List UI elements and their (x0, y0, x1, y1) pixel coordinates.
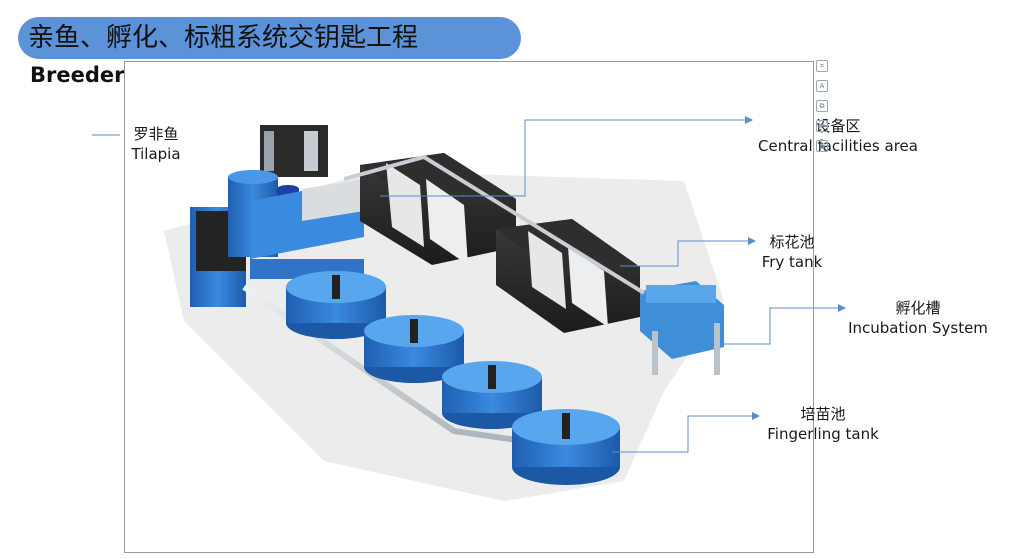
callout-fry-tank: 标花池 Fry tank (752, 232, 832, 272)
incubation-system (640, 281, 724, 375)
fry-label-en: Fry tank (761, 253, 823, 271)
fry-label-cn: 标花池 (769, 233, 815, 251)
fingerling-label-cn: 培苗池 (800, 405, 846, 423)
callout-central-facilities: 设备区 Central facilities area (752, 116, 924, 156)
crop-icon[interactable]: ⌗ (816, 60, 828, 72)
incubation-label-cn: 孵化槽 (895, 299, 941, 317)
title-banner (18, 17, 521, 59)
slide-title-chinese: 亲鱼、孵化、标粗系统交钥匙工程 (28, 23, 419, 53)
tilapia-label-en: Tilapia (131, 145, 181, 163)
zoom-icon[interactable]: ⊕ (816, 120, 828, 132)
aquaculture-system-illustration[interactable] (124, 61, 814, 553)
central-label-cn: 设备区 (815, 117, 861, 135)
tilapia-label-cn: 罗非鱼 (133, 125, 179, 143)
image-icon[interactable]: ▣ (816, 140, 828, 152)
round-tank-4 (512, 409, 620, 485)
callout-incubation: 孵化槽 Incubation System (840, 298, 996, 338)
round-tanks (286, 271, 620, 485)
callout-fingerling-tank: 培苗池 Fingerling tank (760, 404, 886, 444)
callout-tilapia: 罗非鱼 Tilapia (124, 124, 188, 164)
round-tank-1 (286, 271, 386, 339)
image-side-toolbar: ⌗ A ⧉ ⊕ ▣ (816, 60, 830, 160)
incubation-label-en: Incubation System (848, 319, 988, 337)
central-label-en: Central facilities area (758, 137, 918, 155)
copy-icon[interactable]: ⧉ (816, 100, 828, 112)
round-tank-2 (364, 315, 464, 383)
text-style-icon[interactable]: A (816, 80, 828, 92)
equipment-area (190, 125, 364, 307)
fingerling-label-en: Fingerling tank (767, 425, 879, 443)
